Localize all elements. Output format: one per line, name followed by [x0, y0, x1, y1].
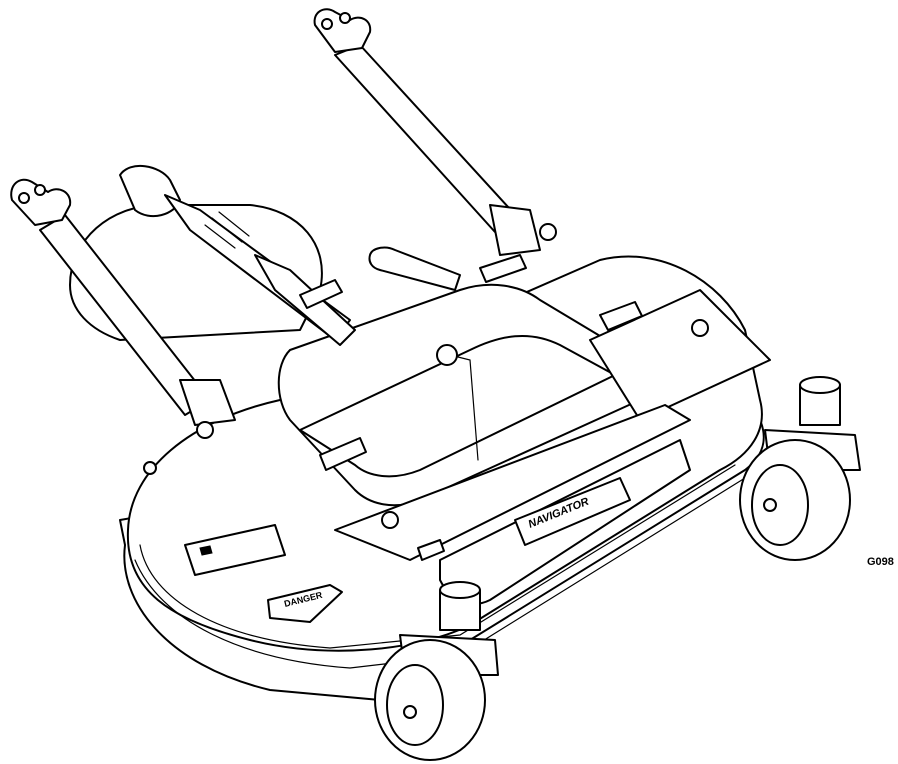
- left-caster-wheel: [374, 581, 499, 761]
- right-lift-arm: [313, 8, 541, 256]
- figure-id-label: G098: [867, 556, 894, 568]
- deck-rim-2: [134, 477, 746, 669]
- front-plate: [334, 404, 691, 561]
- danger-decal: DANGER: [267, 584, 343, 623]
- pull-ring: [436, 344, 458, 366]
- left-lift-arm: [10, 178, 236, 426]
- right-caster-wheel: [739, 376, 861, 561]
- gearbox-cover: [299, 334, 616, 478]
- warning-decal: [184, 524, 286, 576]
- lift-rod: [368, 246, 461, 291]
- side-decals: [299, 254, 643, 561]
- height-pins: [143, 223, 709, 529]
- right-plate: [589, 289, 771, 421]
- deck-rim: [139, 464, 736, 649]
